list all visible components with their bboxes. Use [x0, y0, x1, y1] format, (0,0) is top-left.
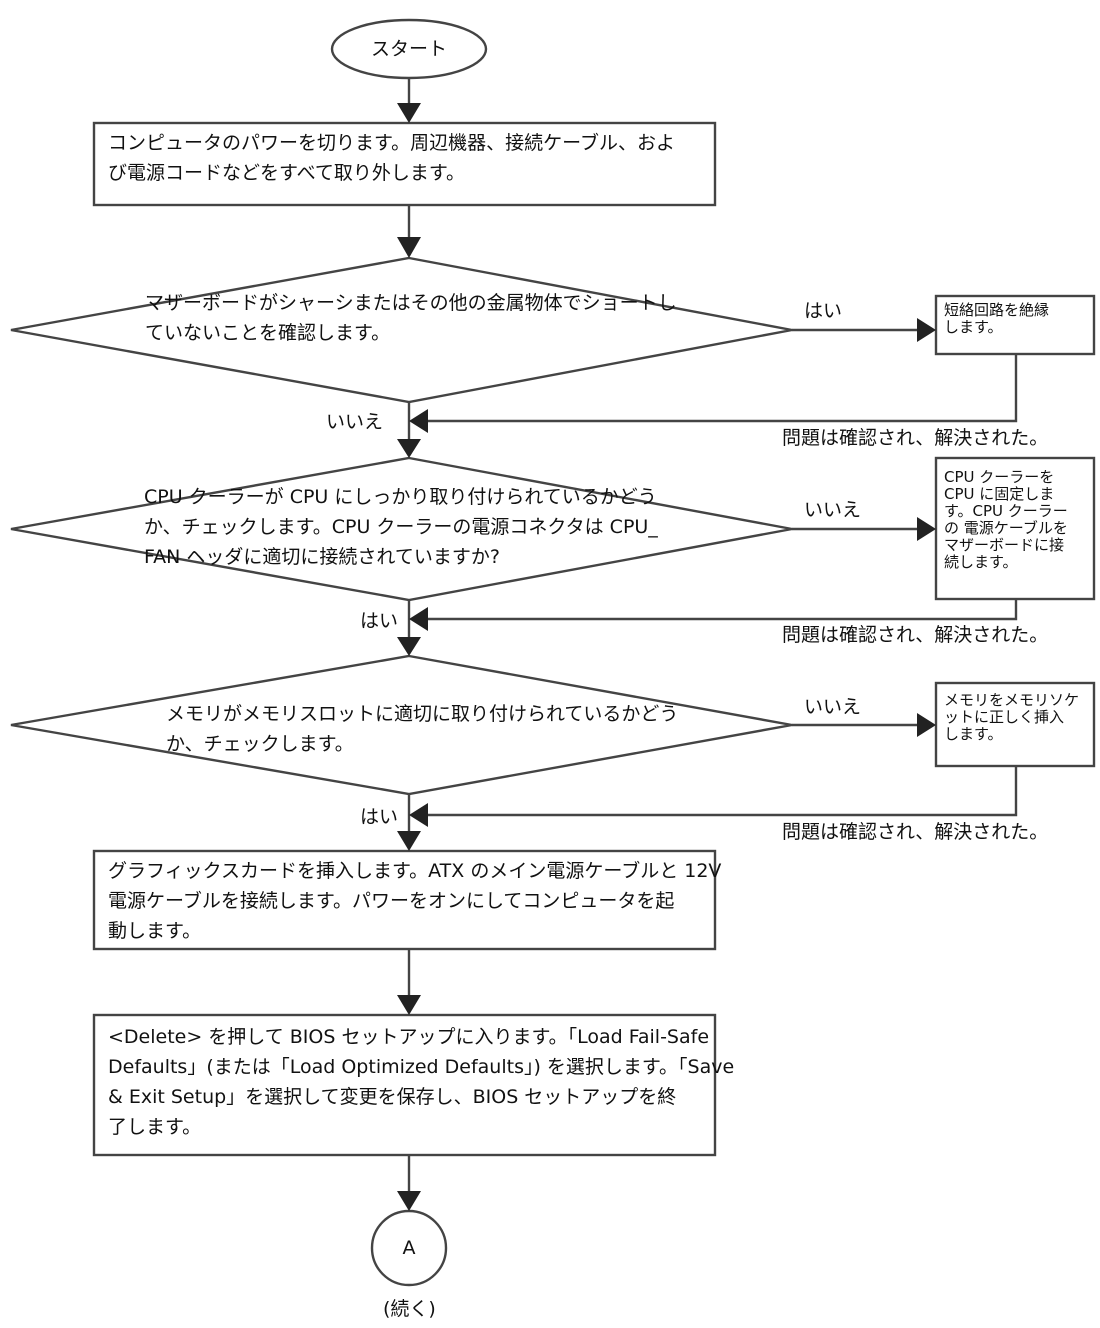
reseat-memory-line-2: ットに正しく挿入 — [944, 708, 1065, 726]
start-to-power-arrowhead — [397, 103, 421, 123]
fix-cooler-line-1: CPU クーラーを — [944, 468, 1055, 486]
short-no-label: いいえ — [326, 411, 384, 433]
resolved-label-2: 問題は確認され、解決された。 — [782, 624, 1049, 646]
power-off-step-shape — [92, 121, 717, 207]
insulate-line-2: します。 — [944, 318, 1003, 336]
reseat-memory-line-1: メモリをメモリソケ — [944, 691, 1080, 709]
cpu-cooler-decision-text: CPU クーラーが CPU にしっかり取り付けられているかどう か、チェックしま… — [144, 482, 664, 580]
short-circuit-line-2: ていないことを確認します。 — [145, 322, 391, 344]
fix-cooler-return-arrowhead — [409, 607, 428, 631]
short-yes-arrowhead — [917, 318, 936, 342]
bios-line-3: & Exit Setup」を選択して変更を保存し、BIOS セットアップを終 — [108, 1086, 677, 1108]
graphics-step-shape — [92, 849, 717, 951]
fix-cooler-line-4: の 電源ケーブルを — [944, 519, 1068, 537]
cpu-no-label: いいえ — [804, 499, 862, 521]
fix-cooler-return-line — [426, 599, 1018, 621]
insulate-line-1: 短絡回路を絶縁 — [944, 301, 1050, 319]
short-circuit-line-1: マザーボードがシャーシまたはその他の金属物体でショートし — [145, 292, 677, 314]
bios-line-4: 了します。 — [108, 1116, 202, 1138]
power-off-line-2: び電源コードなどをすべて取り外します。 — [108, 162, 466, 184]
short-to-cpu-arrowhead — [397, 439, 421, 458]
bios-line-2: Defaults」(または「Load Optimized Defaults」) … — [108, 1056, 735, 1078]
power-off-step: コンピュータのパワーを切ります。周辺機器、接続ケーブル、およ び電源コードなどを… — [108, 128, 702, 200]
memory-no-arrowhead — [917, 713, 936, 737]
connector-a-label: A — [402, 1237, 416, 1259]
cpu-to-memory-arrowhead — [397, 637, 421, 656]
cpu-cooler-line-3: FAN ヘッダに適切に接続されていますか? — [144, 546, 500, 568]
power-off-line-1: コンピュータのパワーを切ります。周辺機器、接続ケーブル、およ — [108, 132, 675, 154]
memory-no-label: いいえ — [804, 696, 862, 718]
fix-cooler-line-6: 続します。 — [944, 553, 1018, 571]
bios-line-1: <Delete> を押して BIOS セットアップに入ります。「Load Fai… — [108, 1026, 710, 1048]
fix-cooler-action-text: CPU クーラーを CPU に固定しま す。CPU クーラー の 電源ケーブルを… — [944, 469, 1089, 591]
memory-line-1: メモリがメモリスロットに適切に取り付けられているかどう — [166, 703, 679, 725]
cpu-no-arrowhead — [917, 517, 936, 541]
reseat-memory-line-3: します。 — [944, 725, 1003, 743]
memory-to-graphics-arrowhead — [397, 831, 421, 851]
graphics-line-2: 電源ケーブルを接続します。パワーをオンにしてコンピュータを起 — [108, 890, 675, 912]
short-yes-label: はい — [804, 300, 843, 322]
insulate-action-text: 短絡回路を絶縁 します。 — [944, 302, 1088, 348]
memory-line-2: か、チェックします。 — [166, 733, 354, 755]
resolved-label-1: 問題は確認され、解決された。 — [782, 427, 1049, 449]
memory-return-arrowhead — [409, 803, 428, 827]
graphics-line-3: 動します。 — [108, 920, 202, 942]
graphics-step: グラフィックスカードを挿入します。ATX のメイン電源ケーブルと 12V 電源ケ… — [108, 856, 722, 946]
insulate-return-line — [426, 354, 1018, 423]
fix-cooler-line-2: CPU に固定しま — [944, 485, 1055, 503]
resolved-label-3: 問題は確認され、解決された。 — [782, 821, 1049, 843]
reseat-memory-action-text: メモリをメモリソケ ットに正しく挿入 します。 — [944, 692, 1089, 756]
graphics-to-bios-arrowhead — [397, 995, 421, 1015]
bios-step: <Delete> を押して BIOS セットアップに入ります。「Load Fai… — [108, 1022, 735, 1146]
memory-yes-label: はい — [360, 806, 399, 828]
memory-decision-text: メモリがメモリスロットに適切に取り付けられているかどう か、チェックします。 — [166, 699, 686, 769]
bios-step-shape — [92, 1013, 717, 1157]
insulate-return-arrowhead — [409, 409, 428, 433]
memory-return-line — [426, 766, 1018, 817]
bios-to-connector-arrowhead — [397, 1191, 421, 1211]
cpu-cooler-line-1: CPU クーラーが CPU にしっかり取り付けられているかどう — [144, 486, 657, 508]
fix-cooler-line-5: マザーボードに接 — [944, 536, 1065, 554]
graphics-line-1: グラフィックスカードを挿入します。ATX のメイン電源ケーブルと 12V — [108, 860, 722, 882]
continued-label: (続く) — [383, 1298, 436, 1320]
short-circuit-decision-text: マザーボードがシャーシまたはその他の金属物体でショートし ていないことを確認しま… — [145, 288, 677, 358]
cpu-cooler-line-2: か、チェックします。CPU クーラーの電源コネクタは CPU_ — [144, 516, 658, 538]
fix-cooler-line-3: す。CPU クーラー — [944, 502, 1068, 520]
power-to-short-arrowhead — [397, 237, 421, 258]
start-terminal: スタート — [332, 20, 486, 78]
start-label: スタート — [370, 38, 447, 60]
connector-a: A — [372, 1211, 446, 1285]
cpu-yes-label: はい — [360, 610, 399, 632]
